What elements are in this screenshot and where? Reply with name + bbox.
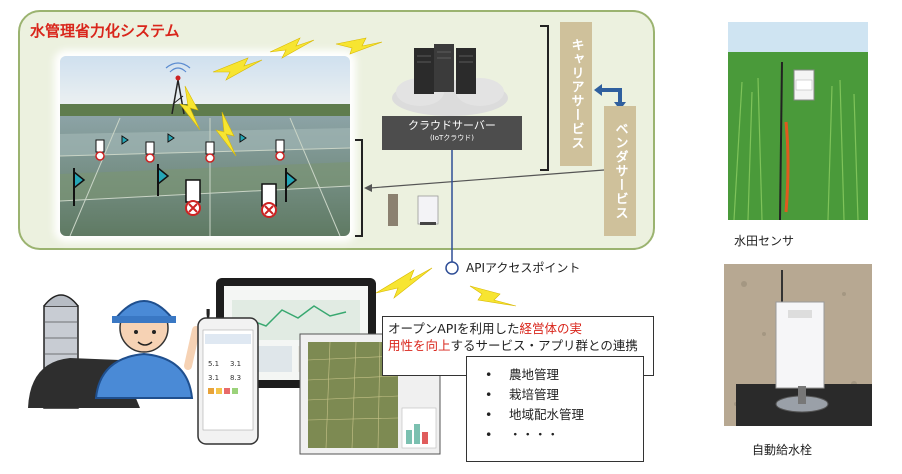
svg-text:!: !: [204, 306, 212, 327]
map-app-screen: [299, 333, 441, 455]
service-list-box: 農地管理 栽培管理 地域配水管理 ・・・・: [466, 356, 644, 462]
cloud-server-subtitle: (IoTクラウド): [429, 134, 475, 142]
sensor-flag-icon: [285, 168, 298, 202]
cloud-server-icon: [392, 44, 508, 116]
carrier-service-box: キャリアサービス: [560, 22, 592, 166]
open-api-highlight: 用性を向上: [388, 338, 451, 353]
hydrant-marker-icon: [95, 139, 285, 163]
field-photo: [60, 56, 350, 236]
device-thumbnail: [388, 194, 398, 226]
open-api-text: するサービス・アプリ群との連携: [450, 338, 638, 353]
service-item: 地域配水管理: [485, 405, 643, 425]
lightning-icon: [469, 285, 517, 307]
vendor-service-box: ベンダサービス: [604, 106, 636, 236]
api-access-point-icon: [445, 261, 459, 275]
paddy-sensor-photo: [728, 22, 868, 220]
phone-value: 3.1: [208, 374, 219, 382]
sensor-flag-icon: [73, 168, 86, 206]
paddy-sensor-caption: 水田センサ: [734, 234, 795, 248]
sensor-flag-icon: [157, 164, 170, 196]
farmer-icon: !: [94, 300, 212, 399]
lightning-icon: [215, 111, 237, 157]
vendor-to-field-arrow: [369, 169, 605, 189]
api-access-point-label: APIアクセスポイント: [466, 261, 581, 275]
phone-value: 3.1: [230, 360, 241, 368]
cloud-server-label: クラウドサーバー (IoTクラウド): [382, 116, 522, 150]
open-api-text: オープンAPIを利用した: [388, 321, 520, 336]
arrow-head-icon: [594, 84, 602, 96]
lightning-icon: [375, 267, 433, 299]
hydrant-photo: [724, 264, 872, 426]
arrow-head-icon: [364, 184, 372, 192]
phone-value: 5.1: [208, 360, 219, 368]
sensor-flag-icon: [121, 133, 247, 145]
open-api-highlight: 経営体の実: [519, 321, 583, 336]
lightning-icon: [269, 37, 315, 59]
service-list: 農地管理 栽培管理 地域配水管理 ・・・・: [485, 365, 643, 445]
system-title: 水管理省力化システム: [30, 22, 180, 40]
user-devices-illustration: ! 5.1 3.1 3.1 8.3: [28, 278, 441, 455]
lightning-icon: [179, 85, 201, 131]
lightning-icon: [335, 37, 383, 55]
device-thumbnail: [417, 195, 439, 225]
service-item: 栽培管理: [485, 385, 643, 405]
lightning-icon: [212, 57, 263, 81]
service-item: 農地管理: [485, 365, 643, 385]
service-item: ・・・・: [485, 425, 643, 445]
bracket: [355, 139, 363, 237]
bracket: [540, 25, 549, 171]
hydrant-marker-icon: [261, 183, 277, 218]
phone-value: 8.3: [230, 374, 241, 382]
exchange-arrow-icon: [598, 88, 622, 104]
hydrant-caption: 自動給水栓: [752, 443, 813, 457]
cloud-server-title: クラウドサーバー: [408, 119, 496, 132]
hydrant-illustration: [724, 264, 872, 426]
phone-device: 5.1 3.1 3.1 8.3: [197, 317, 259, 445]
field-illustration: [60, 56, 350, 236]
hydrant-marker-icon: [185, 179, 201, 216]
paddy-sensor-illustration: [728, 22, 868, 220]
